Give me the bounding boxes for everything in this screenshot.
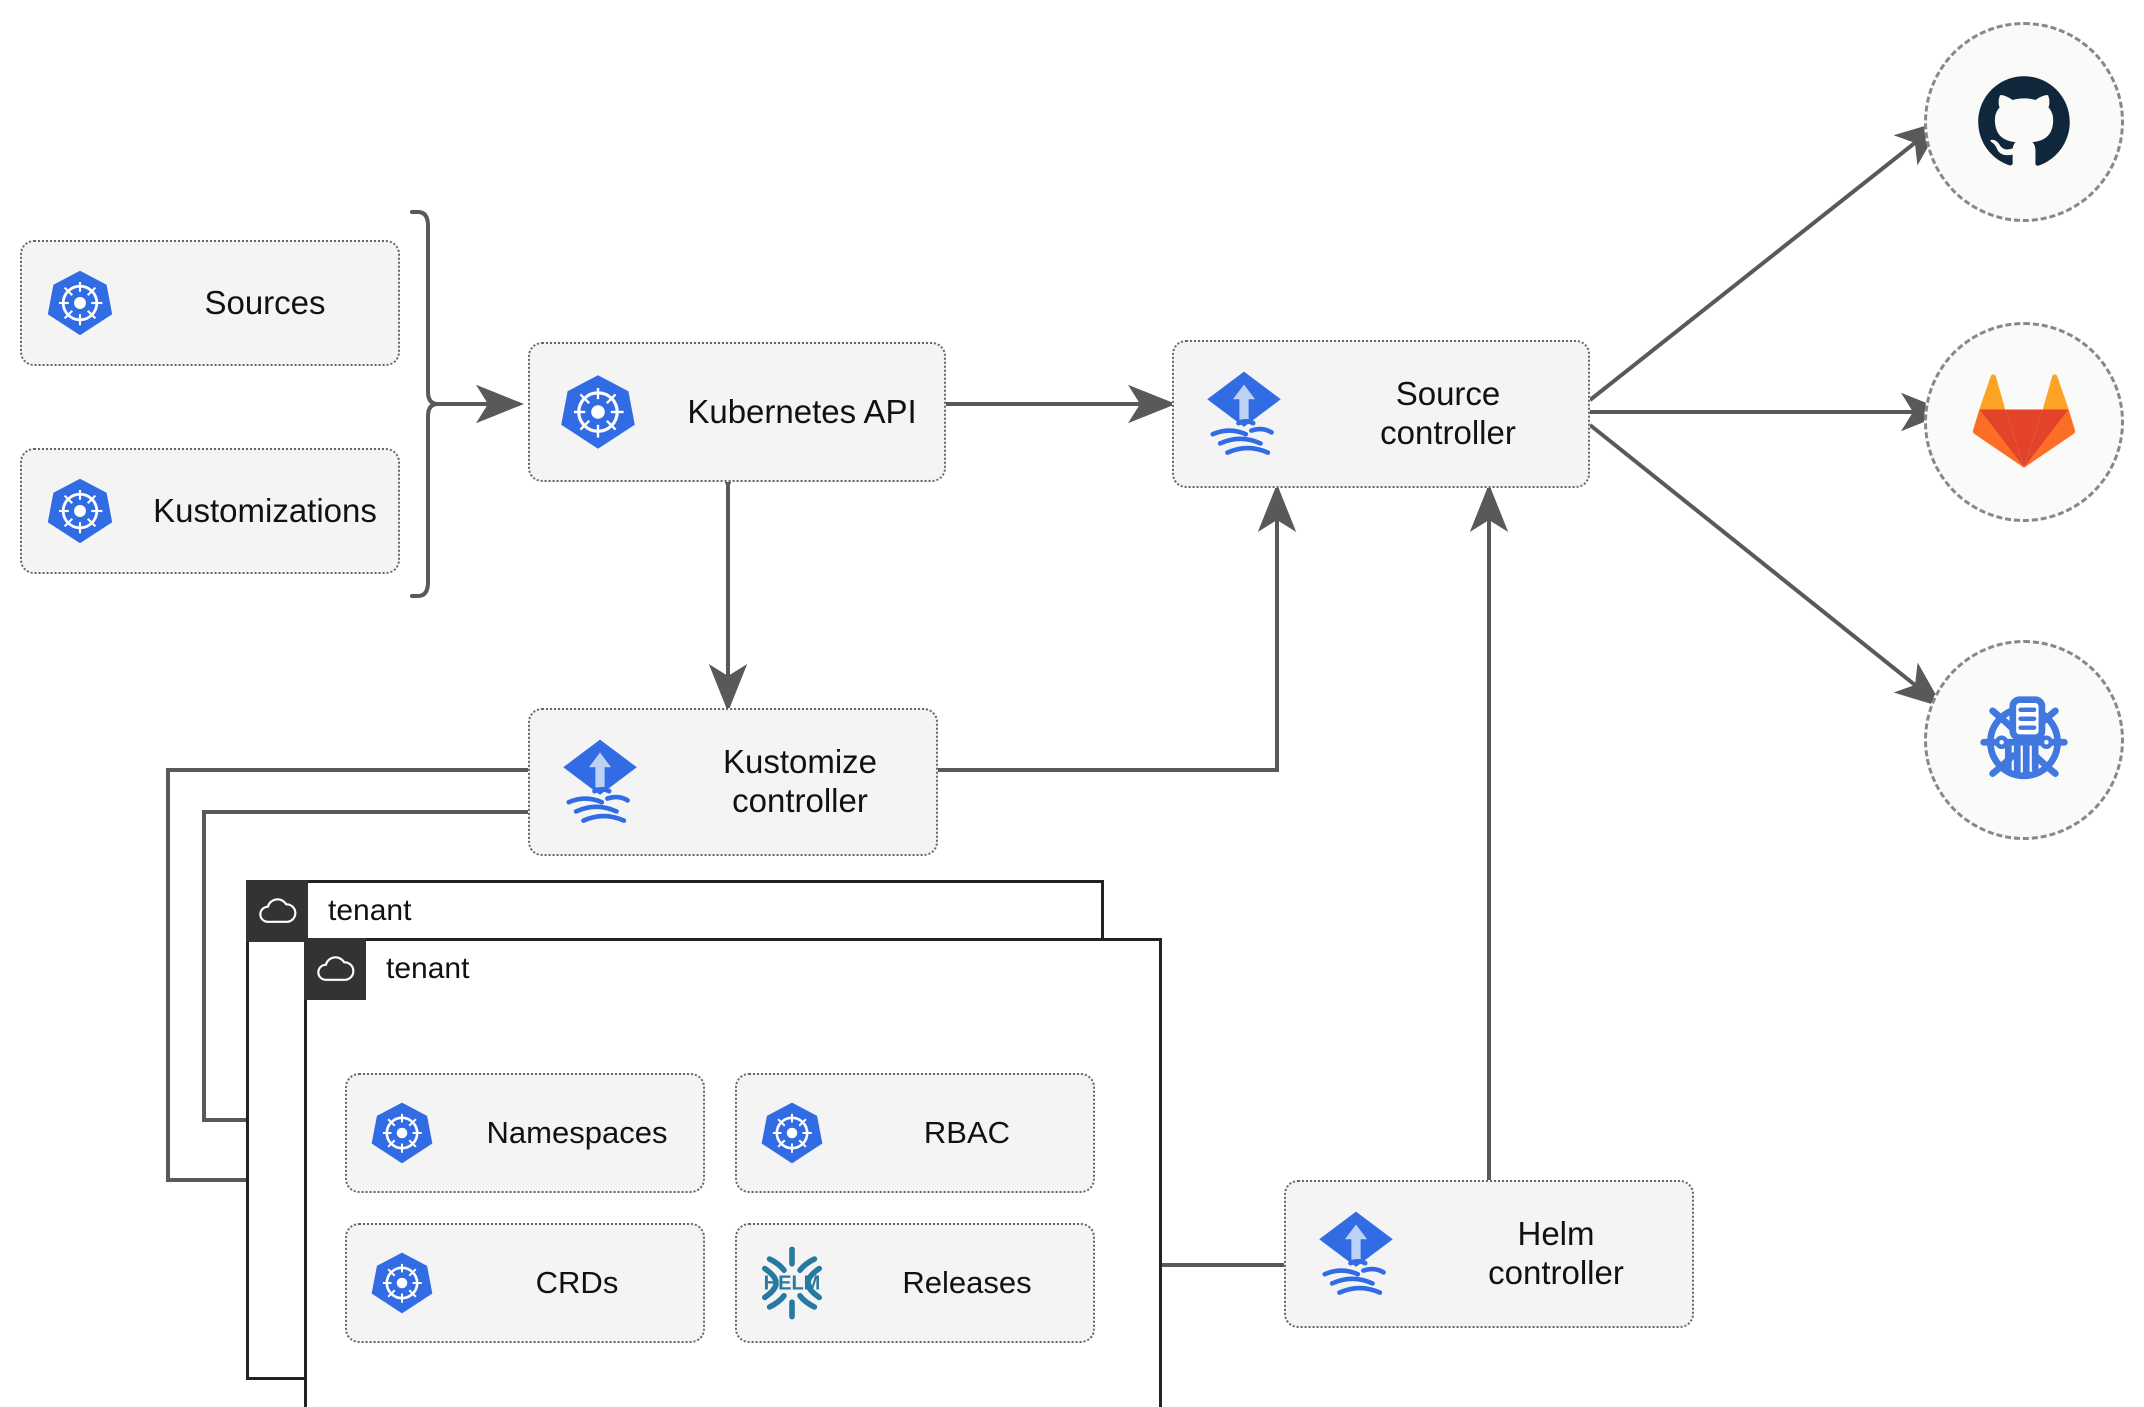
- gitlab-icon: [1972, 374, 2076, 468]
- node-rbac[interactable]: RBAC: [735, 1073, 1095, 1193]
- kubernetes-icon: [22, 268, 138, 338]
- node-releases[interactable]: HELM Releases: [735, 1223, 1095, 1343]
- node-label: CRDs: [535, 1264, 619, 1300]
- edge-kustomize-to-source: [938, 484, 1297, 772]
- node-label: Kubernetes API: [687, 392, 917, 430]
- helm-icon: HELM: [737, 1243, 847, 1323]
- tenant-header-1: tenant: [246, 880, 411, 942]
- cloud-icon: [246, 880, 308, 942]
- node-source-controller[interactable]: Source controller: [1172, 340, 1590, 488]
- node-namespaces[interactable]: Namespaces: [345, 1073, 705, 1193]
- edge-source-to-github: [1588, 120, 1944, 402]
- kubernetes-icon: [530, 372, 666, 452]
- kubernetes-icon: [347, 1100, 457, 1166]
- kubernetes-icon: [737, 1100, 847, 1166]
- node-label: Releases: [902, 1264, 1032, 1300]
- provider-gitlab[interactable]: [1924, 322, 2124, 522]
- edge-source-to-helm-repository: [1588, 423, 1944, 708]
- flux-icon: [1286, 1206, 1426, 1302]
- node-crds[interactable]: CRDs: [345, 1223, 705, 1343]
- github-icon: [1978, 76, 2070, 166]
- cloud-icon: [304, 938, 366, 1000]
- node-sources[interactable]: Sources: [20, 240, 400, 366]
- node-label: RBAC: [923, 1114, 1011, 1150]
- tenant-container-2[interactable]: tenant Namespaces: [304, 938, 1162, 1407]
- source-bracket: [410, 210, 439, 598]
- tenant-label: tenant: [386, 952, 470, 985]
- provider-github[interactable]: [1924, 22, 2124, 222]
- edge-kustomize-to-tenant-1: [166, 768, 528, 1200]
- node-label: Kustomizations: [153, 491, 377, 529]
- tenant-header-2: tenant: [304, 938, 469, 1000]
- helm-repository-icon: [1980, 696, 2068, 780]
- node-label: Helm controller: [1488, 1215, 1624, 1291]
- node-kustomize-controller[interactable]: Kustomize controller: [528, 708, 938, 856]
- provider-helm-repository[interactable]: [1924, 640, 2124, 840]
- node-label: Namespaces: [486, 1114, 668, 1150]
- node-helm-controller[interactable]: Helm controller: [1284, 1180, 1694, 1328]
- kubernetes-icon: [22, 476, 138, 546]
- kubernetes-icon: [347, 1250, 457, 1316]
- flux-icon: [530, 734, 670, 830]
- node-kubernetes-api[interactable]: Kubernetes API: [528, 342, 946, 482]
- node-label: Kustomize controller: [722, 743, 878, 819]
- node-kustomizations[interactable]: Kustomizations: [20, 448, 400, 574]
- node-label: Source controller: [1380, 375, 1516, 451]
- flux-icon: [1174, 366, 1314, 462]
- node-label: Sources: [204, 283, 326, 321]
- tenant-label: tenant: [328, 894, 412, 927]
- helm-wordmark: HELM: [764, 1272, 821, 1294]
